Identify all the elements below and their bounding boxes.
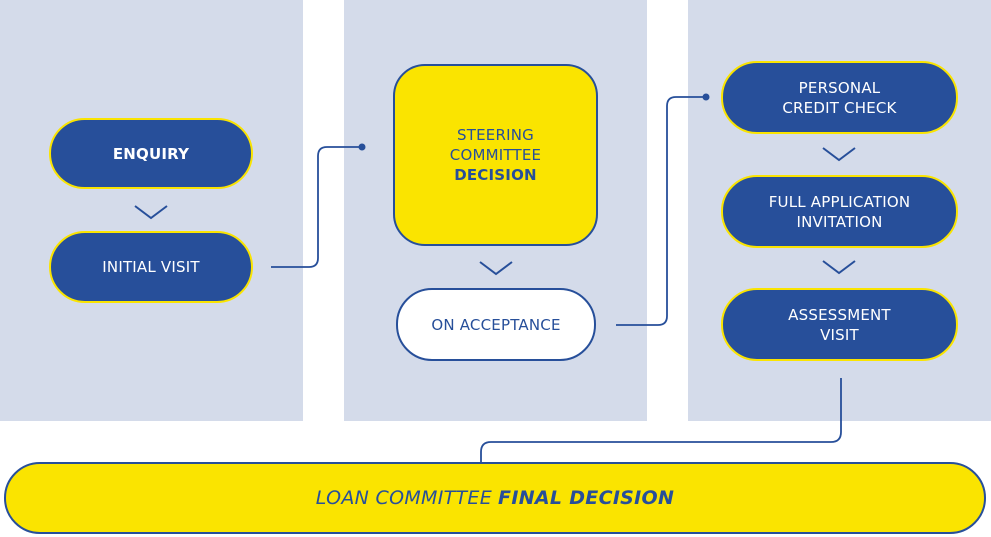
connector-acceptance-to-credit: [616, 96, 706, 326]
chevron-down-icon: [479, 261, 513, 276]
full-application-line2: INVITATION: [796, 212, 883, 231]
final-label-regular: LOAN COMMITTEE: [315, 487, 493, 509]
steering-committee-node: STEERING COMMITTEE DECISION: [393, 64, 598, 246]
enquiry-label: ENQUIRY: [112, 144, 190, 163]
initial-visit-label: INITIAL VISIT: [102, 258, 200, 276]
on-acceptance-label: ON ACCEPTANCE: [431, 315, 561, 334]
chevron-down-icon: [134, 205, 168, 220]
initial-visit-node: INITIAL VISIT: [49, 231, 253, 303]
full-application-line1: FULL APPLICATION: [768, 192, 911, 211]
connector-dot: [702, 93, 710, 101]
panel-left: [0, 0, 303, 421]
personal-credit-check-node: PERSONAL CREDIT CHECK: [721, 61, 958, 134]
chevron-down-icon: [822, 260, 856, 275]
personal-credit-line2: CREDIT CHECK: [782, 98, 897, 117]
steering-line1: STEERING: [457, 126, 534, 144]
final-decision-node: LOAN COMMITTEE FINAL DECISION: [4, 462, 986, 534]
on-acceptance-node: ON ACCEPTANCE: [396, 288, 596, 361]
full-application-node: FULL APPLICATION INVITATION: [721, 175, 958, 248]
enquiry-node: ENQUIRY: [49, 118, 253, 189]
steering-line3: DECISION: [454, 166, 537, 184]
assessment-line2: VISIT: [820, 325, 859, 344]
personal-credit-line1: PERSONAL: [798, 78, 881, 97]
connector-initial-to-steering: [271, 146, 362, 268]
chevron-down-icon: [822, 147, 856, 162]
assessment-visit-node: ASSESSMENT VISIT: [721, 288, 958, 361]
connector-assessment-to-final: [480, 378, 842, 477]
connector-dot: [358, 143, 366, 151]
assessment-line1: ASSESSMENT: [788, 305, 891, 324]
steering-line2: COMMITTEE: [449, 146, 542, 164]
final-label-bold: FINAL DECISION: [498, 487, 675, 509]
